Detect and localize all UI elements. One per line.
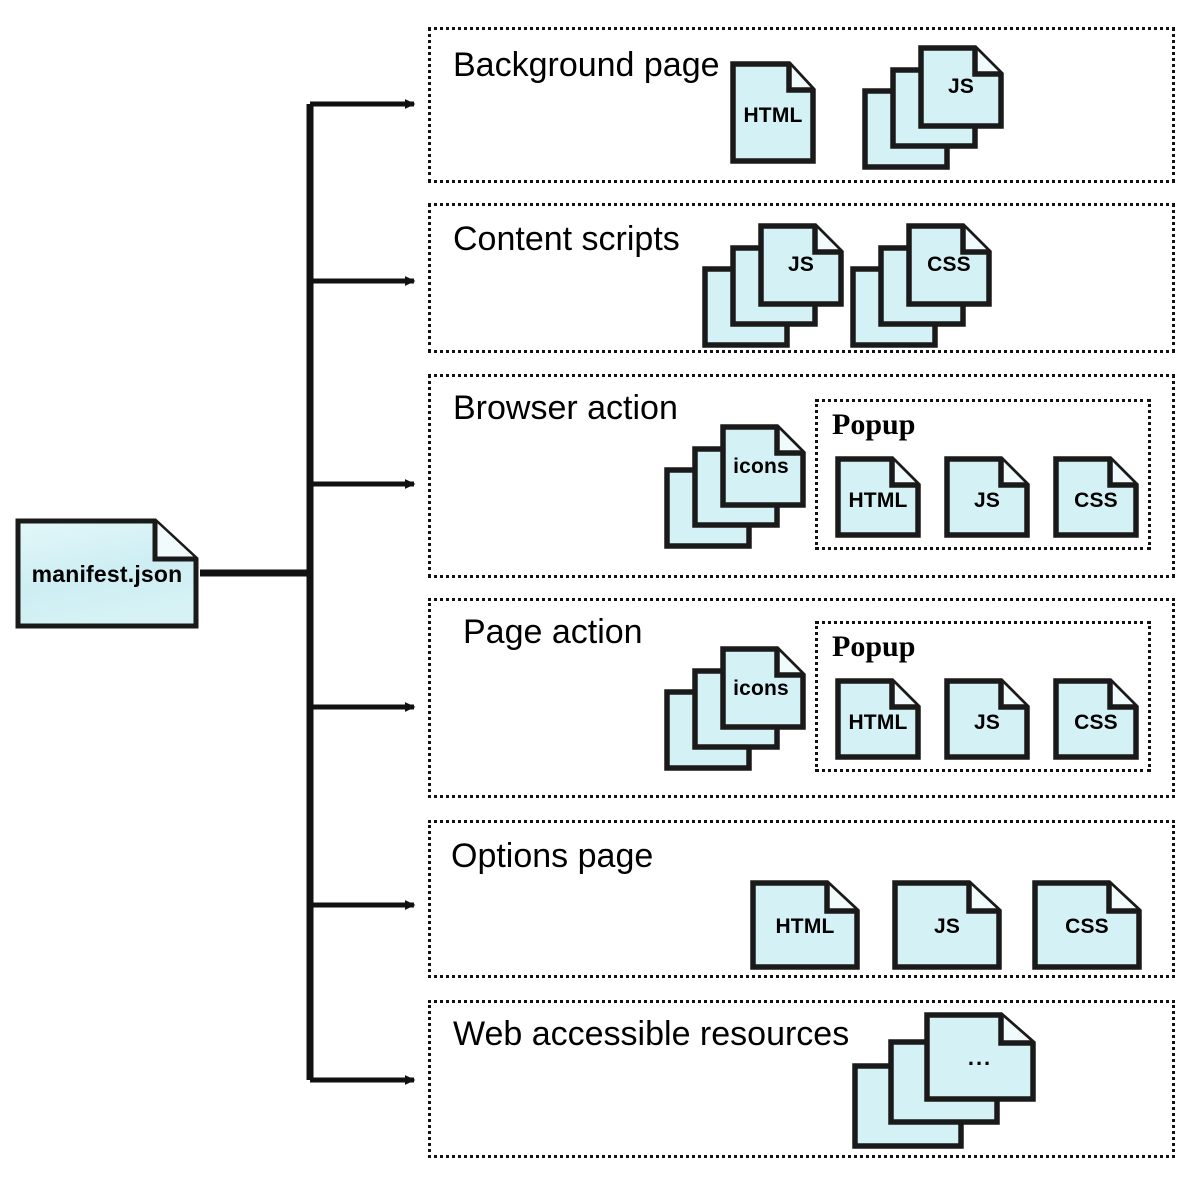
section-title: Web accessible resources [453,1015,850,1053]
file-icon [730,61,816,164]
file-icon [835,678,921,760]
file-icon [1053,456,1139,538]
file-stack-js[interactable]: JS [701,222,849,350]
section-options-page[interactable]: Options page HTML JS CSS [428,820,1175,978]
section-title: Content scripts [453,220,680,258]
section-title: Background page [453,46,720,84]
section-title: Page action [463,613,643,651]
file-stack-js[interactable]: JS [861,44,1009,172]
section-title: Options page [451,837,654,875]
file-icon-html[interactable]: HTML [749,879,861,971]
file-icon [1053,678,1139,760]
section-web-accessible-resources[interactable]: Web accessible resources ... [428,1000,1175,1158]
file-icon-js[interactable]: JS [943,677,1031,761]
section-page-action[interactable]: Page action icons Popup HTML [428,598,1175,798]
file-stack-icon [850,223,992,348]
file-icon-css[interactable]: CSS [1052,677,1140,761]
file-stack-icon [702,223,844,348]
file-icon-html[interactable]: HTML [834,455,922,539]
file-icon-css[interactable]: CSS [1052,455,1140,539]
popup-title: Popup [832,408,916,441]
file-icon-html[interactable]: HTML [729,60,817,165]
file-icon [750,880,860,970]
popup-title: Popup [832,630,916,663]
file-icon [944,678,1030,760]
file-stack-icon [862,45,1004,170]
popup-group-page-action[interactable]: Popup HTML JS CSS [815,621,1151,772]
section-title: Browser action [453,389,678,427]
file-icon [835,456,921,538]
file-icon [15,518,199,629]
file-icon [1032,880,1142,970]
file-icon-js[interactable]: JS [943,455,1031,539]
file-stack-web-resources[interactable]: ... [851,1009,1037,1151]
file-stack-icons[interactable]: icons [663,645,811,773]
file-icon-html[interactable]: HTML [834,677,922,761]
file-icon [944,456,1030,538]
file-stack-icon [852,1012,1036,1149]
file-icon-js[interactable]: JS [891,879,1003,971]
file-stack-icon [664,424,806,549]
file-icon [892,880,1002,970]
file-stack-css[interactable]: CSS [849,222,997,350]
section-browser-action[interactable]: Browser action icons Popup HTML [428,374,1175,578]
file-icon-css[interactable]: CSS [1031,879,1143,971]
section-content-scripts[interactable]: Content scripts JS CSS [428,203,1175,353]
section-background-page[interactable]: Background page HTML JS [428,27,1175,183]
manifest-json-node[interactable]: manifest.json [14,517,200,630]
file-stack-icon [664,646,806,771]
file-stack-icons[interactable]: icons [663,423,811,551]
popup-group-browser-action[interactable]: Popup HTML JS CSS [815,399,1151,550]
